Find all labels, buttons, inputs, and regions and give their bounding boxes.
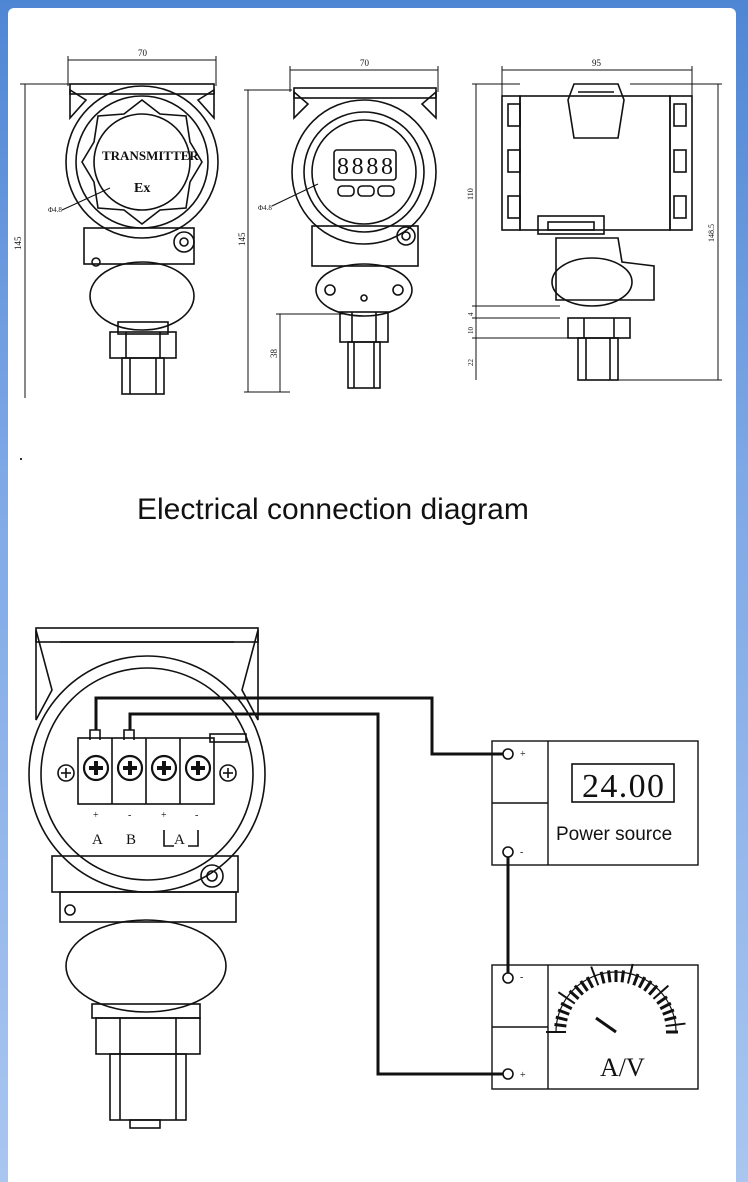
meter-minus-sign: -: [520, 972, 523, 983]
display-height-dim: 145: [237, 232, 247, 246]
page-card: [8, 8, 736, 1182]
meter-tick: [560, 1001, 573, 1011]
meter-tick: [665, 1022, 686, 1027]
terminal-screw-4: [184, 754, 212, 782]
terminal-sign-3: +: [161, 810, 167, 821]
ammeter-voltmeter: - + A/V: [491, 963, 699, 1090]
terminal-label-3: A: [174, 832, 185, 848]
terminal-screw-1: [82, 754, 110, 782]
front-height-dim: 145: [13, 236, 23, 250]
dimension-drawings: 70 145 TRANSMITTER Ex Φ4.8: [13, 48, 722, 398]
side-dim-a: 4: [467, 312, 475, 316]
front-cover-text-1: TRANSMITTER: [102, 148, 199, 163]
side-view: 95 148.5 110 4 10 22: [466, 58, 722, 381]
meter-tick: [632, 973, 640, 986]
display-bottom-dim: 38: [269, 349, 279, 359]
meter-tick: [579, 980, 589, 992]
meter-needle: [595, 1016, 617, 1034]
meter-tick: [637, 976, 647, 989]
meter-tick: [643, 980, 653, 992]
terminal-sign-4: -: [195, 810, 198, 821]
meter-tick: [599, 971, 606, 984]
wire-positive-supply: [94, 696, 508, 756]
power-minus-sign: -: [520, 847, 523, 858]
meter-tick: [585, 976, 595, 989]
meter-tick: [648, 984, 659, 996]
terminal-sign-2: -: [128, 810, 131, 821]
front-dia-dim: Φ4.8: [48, 206, 62, 214]
display-dia-dim: Φ4.8: [258, 204, 272, 212]
front-cover-text-2: Ex: [134, 181, 150, 196]
side-width-dim: 95: [592, 58, 602, 68]
meter-tick: [664, 1015, 677, 1022]
meter-tick: [557, 1008, 570, 1016]
power-display-value: 24.00: [582, 768, 664, 805]
wires: [94, 696, 510, 1076]
side-dim-b: 10: [467, 327, 475, 335]
terminal-label-1: A: [92, 832, 103, 848]
meter-tick: [659, 1001, 672, 1011]
section-title: Electrical connection diagram: [137, 493, 529, 526]
side-total-dim: 148.5: [707, 224, 716, 242]
meter-tick: [590, 966, 600, 986]
front-view: 70 145 TRANSMITTER Ex Φ4.8: [13, 48, 219, 398]
transmitter: + - + - A B A: [28, 627, 266, 1129]
display-lcd-digits: 8888: [337, 154, 393, 180]
side-dim-c: 22: [467, 359, 475, 367]
power-source-label: Power source: [556, 824, 672, 845]
stray-dot: [20, 458, 22, 460]
terminal-label-2: B: [126, 832, 136, 848]
side-upper-dim: 110: [466, 188, 475, 200]
meter-tick: [620, 970, 625, 983]
meter-tick: [573, 984, 584, 996]
display-view: 70 145 38 8888 Φ4.8: [237, 58, 439, 393]
meter-scale: [546, 963, 686, 1034]
terminal-screw-3: [150, 754, 178, 782]
meter-tick: [557, 991, 576, 1005]
wiring-diagram: + - + - A B A +: [28, 627, 699, 1129]
meter-plus-sign: +: [520, 1070, 526, 1081]
wire-meter-return: [128, 712, 508, 1076]
meter-tick: [607, 970, 612, 983]
power-source: + - 24.00 Power source: [491, 740, 699, 866]
meter-tick: [656, 995, 668, 1005]
display-width-dim: 70: [360, 58, 370, 68]
terminal-screw-2: [116, 754, 144, 782]
meter-tick: [662, 1008, 675, 1016]
terminal-sign-1: +: [93, 810, 99, 821]
power-plus-sign: +: [520, 749, 526, 760]
meter-tick: [626, 963, 634, 984]
meter-tick: [555, 1015, 568, 1022]
meter-label: A/V: [600, 1053, 645, 1082]
front-width-dim: 70: [138, 48, 148, 58]
meter-tick: [568, 989, 580, 1000]
meter-tick: [652, 984, 670, 1000]
meter-tick: [554, 1023, 567, 1028]
